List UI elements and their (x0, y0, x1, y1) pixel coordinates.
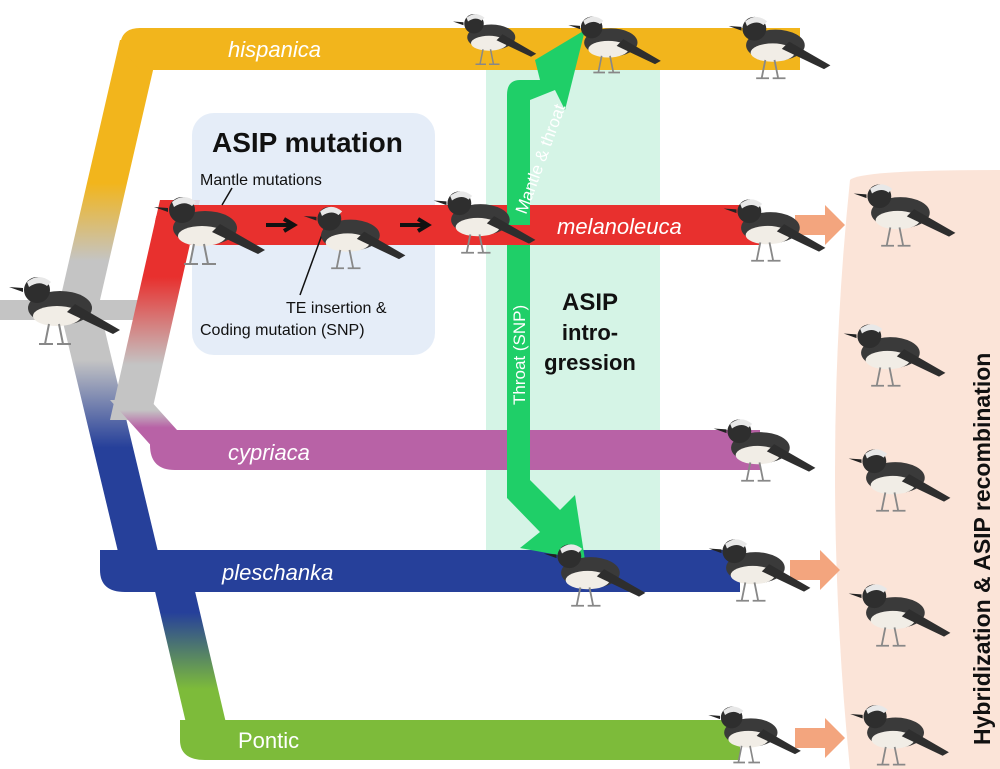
introgression-title: gression (544, 350, 636, 375)
branch-pontic (180, 720, 740, 760)
introgression-arrow-up (507, 30, 585, 225)
label-melanoleuca: melanoleuca (557, 214, 682, 239)
branch-cypriaca (150, 430, 760, 470)
branch-hispanica (120, 28, 800, 70)
arrow-label-throat-snp: Throat (SNP) (510, 305, 529, 405)
label-te-insertion: TE insertion & (286, 300, 387, 317)
label-mantle-mutations: Mantle mutations (200, 172, 322, 189)
hybrid-arrow-icon (790, 550, 840, 590)
branch-pleschanka (100, 550, 740, 592)
arrow-right-icon (266, 217, 298, 233)
hybrid-arrow-icon (795, 718, 845, 758)
label-coding-mutation: Coding mutation (SNP) (200, 322, 365, 339)
introgression-arrow-down (507, 245, 585, 560)
label-pleschanka: pleschanka (221, 560, 333, 585)
label-hispanica: hispanica (228, 37, 321, 62)
arrow-right-icon (400, 217, 432, 233)
mutation-box-title: ASIP mutation (212, 127, 403, 158)
introgression-title: ASIP (562, 289, 618, 316)
label-cypriaca: cypriaca (228, 440, 310, 465)
hybrid-arrow-icon (795, 205, 845, 245)
label-pontic: Pontic (238, 728, 299, 753)
hybridization-label: Hybridization & ASIP recombination (969, 353, 995, 745)
introgression-title: intro- (562, 320, 618, 345)
